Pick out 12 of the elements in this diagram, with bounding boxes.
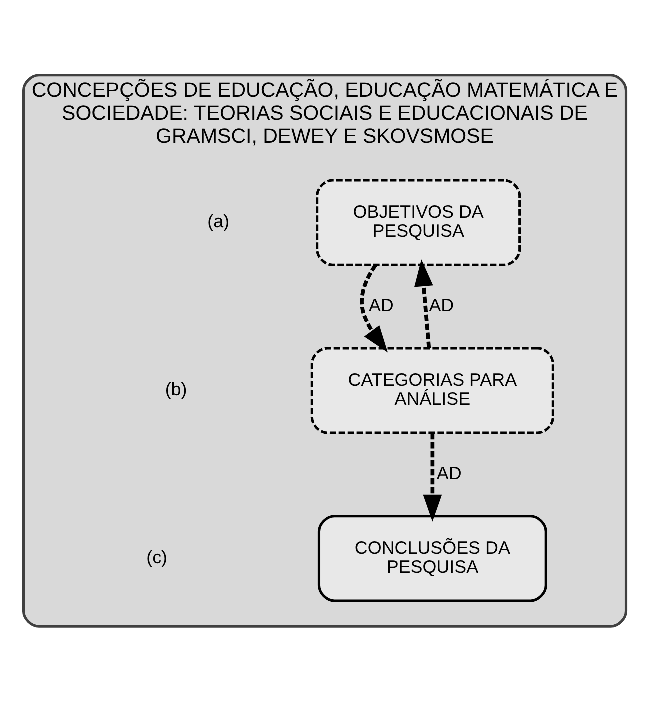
label: (c) [146,547,168,568]
node-box: OBJETIVOS DA PESQUISA [316,179,522,266]
edge-label: AD [368,296,394,316]
node-box: CATEGORIAS PARA ANÁLISE [310,347,554,434]
arrow [360,264,388,353]
arrow [414,260,434,348]
edge-label: AD [436,463,462,484]
arrow [423,433,442,522]
label: (b) [165,379,188,400]
label: (a) [208,212,230,232]
node-box: CONCLUSÕES DA PESQUISA [318,515,548,602]
edge-label: AD [429,296,454,316]
